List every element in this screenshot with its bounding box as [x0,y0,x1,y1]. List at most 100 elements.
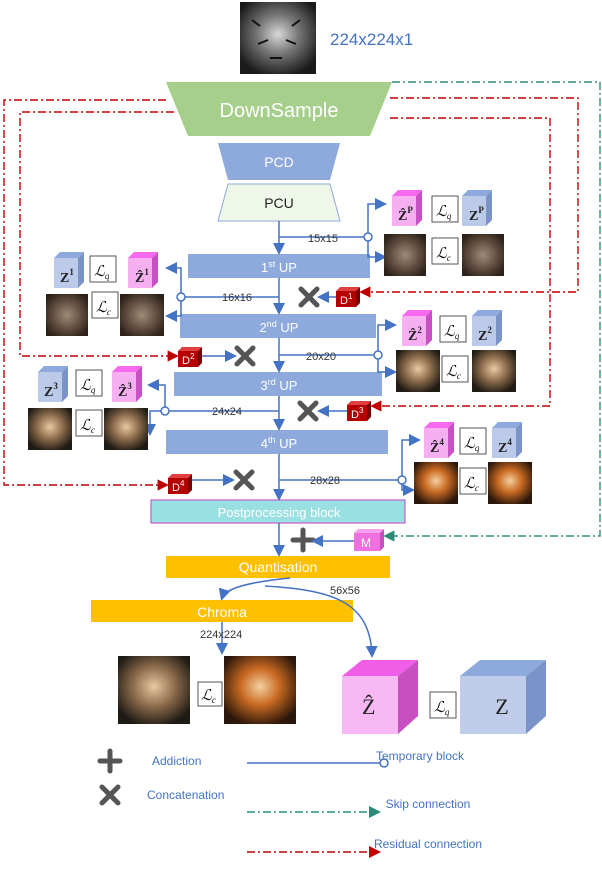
legend-residual-connection: Residual connection [374,837,482,851]
lc-final: ℒ [201,688,213,704]
z-final: Z [495,694,508,719]
zhat-p-sup: P [407,205,413,215]
svg-text:4th UP: 4th UP [261,435,297,451]
svg-text:ℒc: ℒc [96,300,111,317]
legend-skip-connection: Skip connection [386,797,471,811]
pcd-label: PCD [264,154,294,170]
legend-temporary-block: Temporary block [376,749,465,763]
svg-text:3rd UP: 3rd UP [261,377,298,393]
svg-text:1st UP: 1st UP [261,259,297,275]
svg-text:Z4: Z4 [498,437,512,456]
legend-plus-icon [97,748,123,774]
postprocessing-block: Postprocessing block [150,499,406,524]
d4-sup: 4 [180,479,185,488]
lc-p-sub: c [447,253,451,263]
addiction-plus [290,527,316,553]
final-z-cube: Z [460,660,546,734]
branch-1: Z1 ℒq Ẑ1 ℒc [46,252,164,336]
up4-number: 4 [261,436,268,451]
svg-text:ZP: ZP [469,205,484,224]
downsample-label: DownSample [220,100,339,122]
z-p: Z [469,209,478,224]
zhat-4-sup: 4 [439,437,444,447]
lc-p: ℒ [436,246,448,262]
zhat-p: Ẑ [398,207,407,224]
size-15: 15x15 [308,233,338,245]
lq-4-sub: q [475,443,480,453]
svg-text:ℒc: ℒc [80,418,95,435]
lq-p-sub: q [447,211,452,221]
lq-final: ℒ [434,700,446,716]
svg-text:Z3: Z3 [44,381,58,400]
skip-connection [383,81,601,542]
lq-final-box [429,691,457,719]
zhat-final: Ẑ [362,694,375,719]
input-image [240,2,316,74]
d1-sup: 1 [348,292,353,301]
residual-connections [3,97,579,491]
d1-letter: D [340,295,348,307]
lq-3-sub: q [91,385,96,395]
pcu-label: PCU [264,195,294,211]
z-2-sup: 2 [487,325,492,335]
d2-sup: 2 [190,352,195,361]
legend-addiction: Addiction [152,754,201,768]
lc-3-sub: c [91,425,95,435]
up1-text: UP [279,260,297,275]
svg-text:ℒq: ℒq [434,700,450,717]
svg-text:D1: D1 [340,292,353,307]
size-labels: 15x15 16x16 20x20 24x24 28x28 56x56 224x… [200,233,360,641]
up3-block: 3rd UP [174,372,382,396]
branch-4: Ẑ4 ℒq Z4 ℒc [414,422,532,504]
final-zhat-cube: Ẑ [342,660,418,734]
svg-text:Ẑ4: Ẑ4 [430,437,444,456]
zhat-1: Ẑ [135,269,144,286]
final-color-outputs: ℒc [118,656,296,724]
branch-p: ẐP ℒq ZP ℒc [384,190,504,276]
d2-letter: D [182,355,190,367]
up3-ord: rd [268,377,276,387]
size-28: 28x28 [310,475,340,487]
postprocessing-label: Postprocessing block [218,505,341,520]
lc-1: ℒ [96,300,108,316]
pcd-block: PCD [218,143,340,180]
downsample-block: DownSample [166,82,392,136]
z-1: Z [60,271,69,286]
size-16: 16x16 [222,292,252,304]
svg-text:D4: D4 [172,479,185,494]
d4-group: D4 [168,472,252,494]
zhat-2: Ẑ [408,327,417,344]
svg-text:ℒq: ℒq [80,378,96,395]
svg-text:Z2: Z2 [478,325,492,344]
lc-3: ℒ [80,418,92,434]
svg-text:ℒq: ℒq [94,264,110,281]
lq-2-sub: q [455,331,460,341]
m-label: M [361,536,371,550]
up1-ord: st [268,259,276,269]
branch-3: Z3 ℒq Ẑ3 ℒc [28,366,148,450]
lq-final-sub: q [445,707,450,717]
chroma-label: Chroma [197,604,247,620]
up3-text: UP [279,378,297,393]
up4-ord: th [268,435,276,445]
z-4-sup: 4 [507,437,512,447]
lq-3: ℒ [80,378,92,394]
pcu-block: PCU [217,183,341,222]
lc-final-sub: c [212,695,216,705]
lq-4: ℒ [464,436,476,452]
svg-text:ℒc: ℒc [446,364,461,381]
temporary-branches [144,198,421,496]
lc-4-sub: c [475,483,479,493]
up2-number: 2 [260,320,267,335]
d4-letter: D [172,482,180,494]
up2-text: UP [280,320,298,335]
up3-number: 3 [261,378,268,393]
legend-concatenation: Concatenation [147,788,224,802]
up1-block: 1st UP [188,254,370,278]
svg-text:ℒc: ℒc [201,688,216,705]
svg-text:2nd UP: 2nd UP [260,319,299,335]
branch-2: Ẑ2 ℒq Z2 ℒc [396,310,516,392]
svg-text:Ẑ1: Ẑ1 [135,267,149,286]
